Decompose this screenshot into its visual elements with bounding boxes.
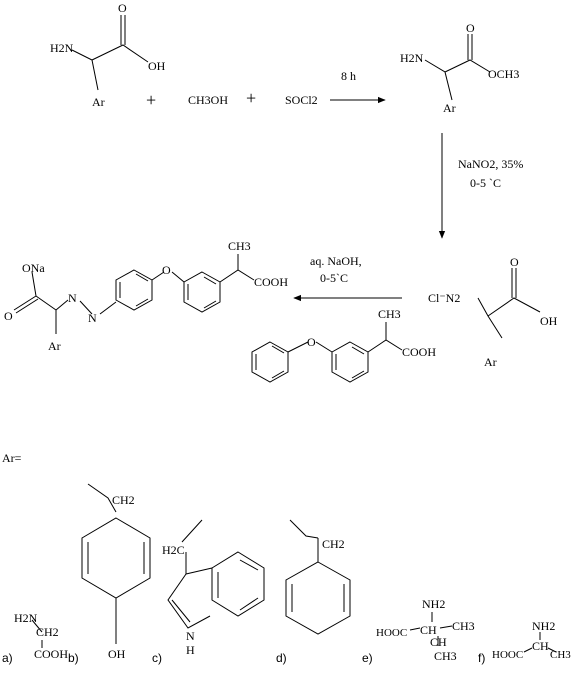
step2-condition-reagent: NaNO2, 35% (458, 157, 523, 171)
ar-option-a-ch2: CH2 (36, 625, 59, 639)
product-azo-n2: N (88, 311, 97, 325)
ar-option-e: e) NH2 HOOC CH CH CH3 CH3 (362, 597, 475, 665)
ar-option-e-ch3b: CH3 (434, 649, 457, 663)
ar-option-c: c) H2C N H (152, 519, 265, 665)
reactant-amine-label: H2N (50, 41, 74, 55)
methyl-ester-intermediate: H2N O OCH3 Ar (400, 21, 519, 115)
step2-condition-temperature: 0-5 `C (470, 176, 501, 190)
ar-option-e-ch2: CH (430, 635, 447, 649)
fenoprofen-acid-label: COOH (402, 345, 436, 359)
step3-condition-reagent: aq. NaOH, (310, 254, 362, 268)
ester-carbonyl-o: O (466, 21, 475, 35)
reactant-amino-acid: H2N O OH Ar (50, 1, 166, 109)
product-methyl-label: CH3 (228, 239, 251, 253)
plus-sign-1: + (146, 90, 156, 110)
product-carbonyl-o: O (4, 309, 13, 323)
ar-option-f-amine: NH2 (532, 619, 555, 633)
ar-option-c-nitrogen: N (186, 629, 195, 643)
fenoprofen-ether-o: O (307, 335, 316, 349)
product-acid-label: COOH (254, 275, 288, 289)
diazonium-aryl-label: Ar (484, 355, 497, 369)
ar-option-e-amine: NH2 (422, 597, 445, 611)
ar-option-b-hydroxyl: OH (108, 647, 126, 661)
ar-definition-label: Ar= (2, 451, 22, 465)
ar-option-c-letter: c) (152, 651, 162, 665)
ar-option-b-letter: b) (68, 651, 79, 665)
ar-option-f: f) NH2 HOOC CH CH3 (478, 619, 571, 665)
diazonium-salt-label: Cl⁻N2 (428, 291, 460, 305)
step3-condition-temperature: 0-5`C (320, 271, 348, 285)
reactant-hydroxyl-label: OH (148, 59, 166, 73)
ar-option-a-letter: a) (2, 651, 13, 665)
reactant-aryl-label: Ar (92, 95, 105, 109)
ar-option-c-hydrogen: H (186, 643, 195, 657)
ar-option-f-ch: CH (532, 639, 549, 653)
ar-option-e-ch3a: CH3 (452, 619, 475, 633)
ar-option-b-ch2: CH2 (112, 493, 135, 507)
diazonium-intermediate: Cl⁻N2 O OH Ar (428, 255, 558, 369)
step1-condition: 8 h (341, 69, 356, 83)
ar-option-e-letter: e) (362, 651, 373, 665)
ar-option-b: b) CH2 OH (68, 483, 151, 665)
ar-option-d-letter: d) (276, 651, 287, 665)
ar-option-a-acid: COOH (34, 647, 68, 661)
ar-option-d: d) CH2 (276, 519, 351, 665)
ester-methoxy-label: OCH3 (488, 67, 519, 81)
reactant-carbonyl-o: O (118, 1, 127, 15)
product-azo-n1: N (68, 291, 77, 305)
ar-option-e-ch1: CH (420, 623, 437, 637)
azo-product: ONa O N N Ar O CH3 COOH (4, 239, 288, 353)
methanol-label: CH3OH (188, 93, 228, 107)
diazonium-carbonyl-o: O (510, 255, 519, 269)
thionyl-chloride-label: SOCl2 (285, 93, 318, 107)
ar-option-f-letter: f) (478, 651, 485, 665)
product-aryl-label: Ar (48, 339, 61, 353)
ar-option-a: a) H2N CH2 COOH (2, 611, 68, 665)
ar-option-e-acid: HOOC (376, 627, 407, 639)
product-salt-label: ONa (22, 261, 45, 275)
ar-option-d-ch2: CH2 (322, 537, 345, 551)
fenoprofen-methyl-label: CH3 (378, 307, 401, 321)
diazonium-hydroxyl-label: OH (540, 314, 558, 328)
ar-option-a-amine: H2N (14, 611, 38, 625)
fenoprofen-reagent: O CH3 COOH (251, 307, 436, 383)
ar-option-f-acid: HOOC (492, 649, 523, 661)
product-ether-o: O (162, 263, 171, 277)
ester-aryl-label: Ar (443, 101, 456, 115)
ester-amine-label: H2N (400, 51, 424, 65)
plus-sign-2: + (246, 88, 256, 108)
ar-option-f-ch3: CH3 (550, 649, 571, 661)
ar-option-c-ch2: H2C (162, 543, 185, 557)
